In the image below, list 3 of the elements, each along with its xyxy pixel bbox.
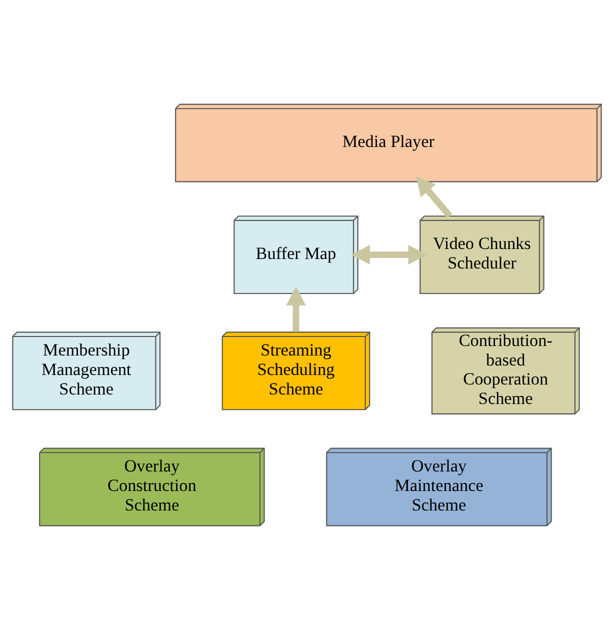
arrow bbox=[286, 286, 306, 332]
arrow bbox=[351, 244, 427, 265]
arrow bbox=[416, 176, 452, 218]
